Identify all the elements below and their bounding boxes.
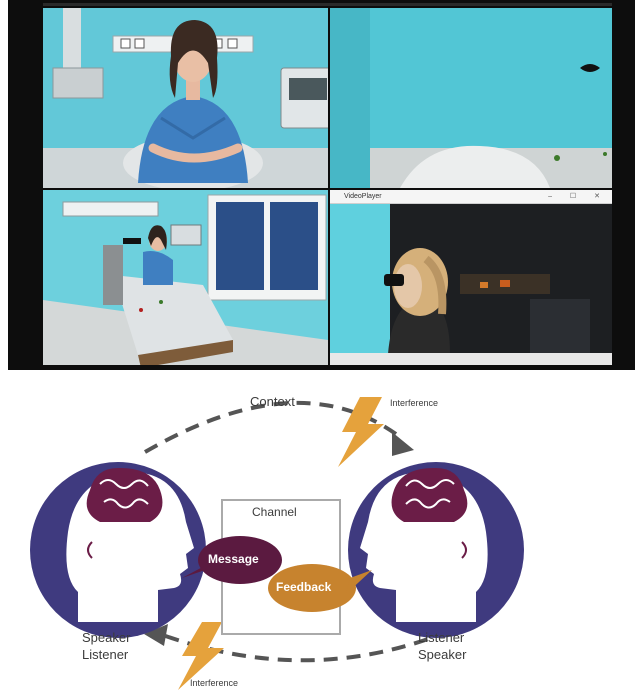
playback-progress-bar[interactable] bbox=[43, 3, 612, 6]
feedback-bubble bbox=[268, 564, 356, 612]
feedback-arrowhead bbox=[144, 624, 168, 646]
context-arrowhead bbox=[392, 432, 414, 456]
channel-label: Channel bbox=[252, 505, 297, 519]
interference-bottom-label: Interference bbox=[190, 678, 239, 688]
left-role-speaker: Speaker bbox=[82, 630, 131, 645]
panel-nurse-avatar bbox=[43, 8, 328, 188]
video-player-status-bar bbox=[330, 353, 612, 365]
vr-video-composite: VideoPlayer – ☐ ✕ bbox=[8, 0, 635, 370]
panel-room-view bbox=[330, 8, 612, 188]
video-player-titlebar: VideoPlayer – ☐ ✕ bbox=[330, 190, 612, 204]
communication-model-diagram: Context Interference Channel Message Fee… bbox=[0, 372, 635, 695]
interference-top-label: Interference bbox=[390, 398, 439, 408]
video-player-title: VideoPlayer bbox=[344, 193, 382, 200]
window-controls[interactable]: – ☐ ✕ bbox=[548, 193, 608, 200]
nurse-avatar-scene bbox=[43, 8, 328, 188]
feedback-label: Feedback bbox=[276, 580, 332, 594]
lightning-top-icon bbox=[338, 397, 384, 467]
context-label: Context bbox=[250, 394, 295, 409]
webcam-feed bbox=[330, 204, 612, 354]
video-player-window: VideoPlayer – ☐ ✕ bbox=[330, 190, 612, 365]
room-view-scene bbox=[330, 8, 612, 188]
patient-bed-scene bbox=[43, 190, 328, 365]
context-arc-arrow bbox=[143, 400, 402, 454]
left-role-listener: Listener bbox=[82, 647, 129, 662]
right-role-listener: Listener bbox=[418, 630, 465, 645]
panel-patient-bed bbox=[43, 190, 328, 365]
message-label: Message bbox=[208, 552, 259, 566]
lightning-bottom-icon bbox=[178, 622, 224, 690]
diagram-graphics bbox=[30, 397, 524, 690]
right-role-speaker: Speaker bbox=[418, 647, 467, 662]
message-bubble bbox=[198, 536, 282, 584]
